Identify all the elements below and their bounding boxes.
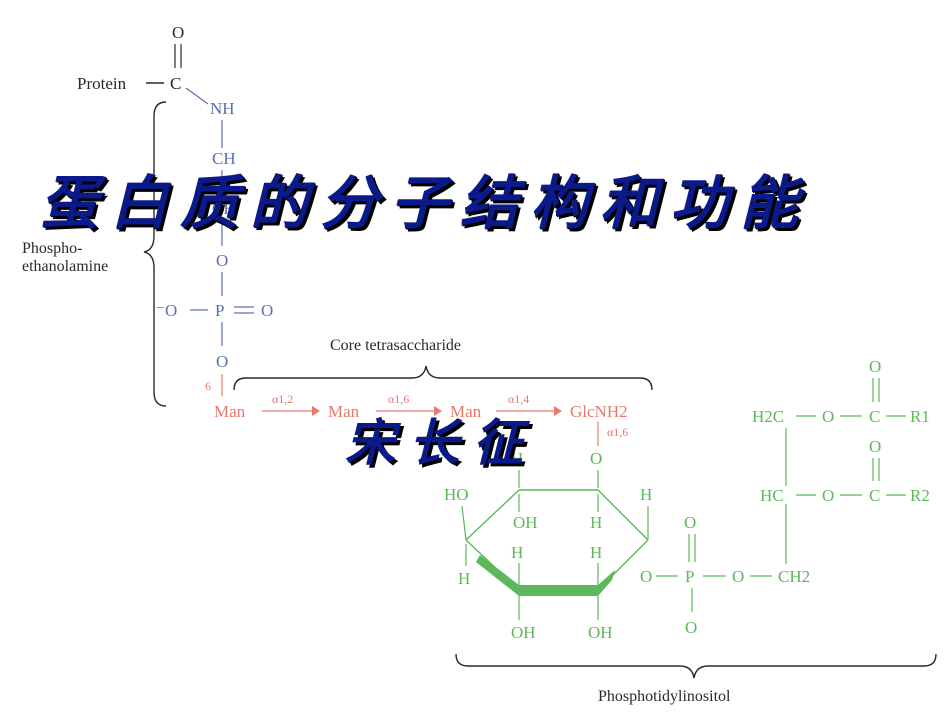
carbonyl-o1: O (869, 357, 881, 376)
pi-p: P (685, 567, 694, 586)
phospho-label-line1: Phospho- (22, 240, 82, 257)
o-link: O (216, 251, 228, 270)
inositol-oh-bottom1: OH (511, 623, 536, 642)
link-alpha14: α1,4 (508, 392, 529, 406)
link-alpha16: α1,6 (388, 392, 409, 406)
ester-c1: C (869, 407, 880, 426)
ester-o2: O (822, 486, 834, 505)
phosphotidylinositol-label: Phosphotidylinositol (598, 688, 731, 705)
nh-group: NH (210, 99, 235, 118)
pi-o-top: O (684, 513, 696, 532)
ch2-a: CH (212, 149, 236, 168)
core-brace (233, 365, 653, 391)
phosphate-o-double: O (261, 301, 273, 320)
link-alpha12: α1,2 (272, 392, 293, 406)
core-sugars: 6 Man α1,2 Man α1,6 Man α1,4 GlcNH2 α1,6 (205, 374, 628, 446)
carbonyl-o2: O (869, 437, 881, 456)
inositol-o-top: O (590, 449, 602, 468)
inositol-h-left: H (458, 569, 470, 588)
glycerol-hc: HC (760, 486, 784, 505)
pi-brace (455, 653, 937, 679)
inositol-ho: HO (444, 485, 469, 504)
sugar-glcnh2: GlcNH2 (570, 402, 628, 421)
phosphate-minus-o: ⁻O (156, 301, 177, 320)
phosphate-o-bottom: O (216, 352, 228, 371)
sugar-man-3: Man (450, 402, 482, 421)
inositol-h-low1: H (511, 543, 523, 562)
pi-o-left: O (640, 567, 652, 586)
sugar-man-2: Man (328, 402, 360, 421)
sugar-man-1: Man (214, 402, 246, 421)
phosphoglycerol: O O P O O CH2 H2C O C O R1 HC O C O R2 (640, 357, 930, 637)
phospho-label-line2: ethanolamine (22, 258, 108, 275)
inositol-h-right: H (640, 485, 652, 504)
pi-o-right: O (732, 567, 744, 586)
glycerol-h2c: H2C (752, 407, 784, 426)
ch2-b: CH (212, 199, 236, 218)
inositol-h-top: H (511, 449, 523, 468)
link-six: 6 (205, 379, 211, 393)
slide-title: 蛋白质的分子结构和功能 (40, 169, 811, 237)
protein-carbonyl: O Protein C (77, 23, 184, 93)
inositol: O H H HO OH H H H H OH OH (444, 449, 652, 642)
carbonyl-carbon: C (170, 74, 181, 93)
core-tetrasaccharide-label: Core tetrasaccharide (330, 337, 461, 354)
r1-group: R1 (910, 407, 930, 426)
carbonyl-oxygen: O (172, 23, 184, 42)
ester-c2: C (869, 486, 880, 505)
ester-o1: O (822, 407, 834, 426)
phosphate-p: P (215, 301, 224, 320)
inositol-h-low2: H (590, 543, 602, 562)
phosphoethanolamine: NH CH CH O ⁻O P O O (156, 87, 273, 371)
slide-author: 宋长征 (345, 414, 537, 472)
inositol-h-mid: H (590, 513, 602, 532)
inositol-oh-1: OH (513, 513, 538, 532)
glycerol-ch2: CH2 (778, 567, 810, 586)
pi-o-minus: O (685, 618, 697, 637)
protein-label: Protein (77, 74, 127, 93)
r2-group: R2 (910, 486, 930, 505)
link-alpha16-b: α1,6 (607, 425, 628, 439)
inositol-oh-bottom2: OH (588, 623, 613, 642)
phosphoethanolamine-brace (143, 101, 167, 407)
